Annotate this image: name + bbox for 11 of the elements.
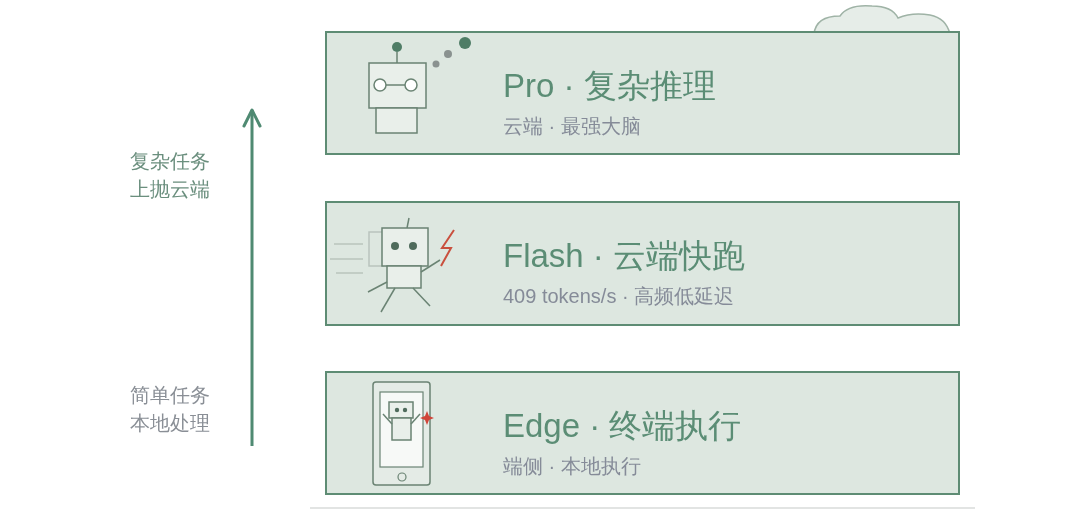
side-note: 简单任务本地处理 bbox=[130, 383, 210, 436]
side-note: 复杂任务上抛云端 bbox=[130, 149, 210, 202]
tier-panel bbox=[325, 31, 960, 155]
tier-subtitle: 端侧 · 本地执行 bbox=[503, 454, 642, 478]
tier-panel bbox=[325, 201, 960, 326]
tier-title: Flash · 云端快跑 bbox=[503, 236, 746, 276]
tier-title: Pro · 复杂推理 bbox=[503, 66, 716, 106]
tier-panel bbox=[325, 371, 960, 495]
tier-title: Edge · 终端执行 bbox=[503, 406, 742, 446]
tier-subtitle: 409 tokens/s · 高频低延迟 bbox=[503, 284, 736, 308]
tier-subtitle: 云端 · 最强大脑 bbox=[503, 114, 642, 138]
